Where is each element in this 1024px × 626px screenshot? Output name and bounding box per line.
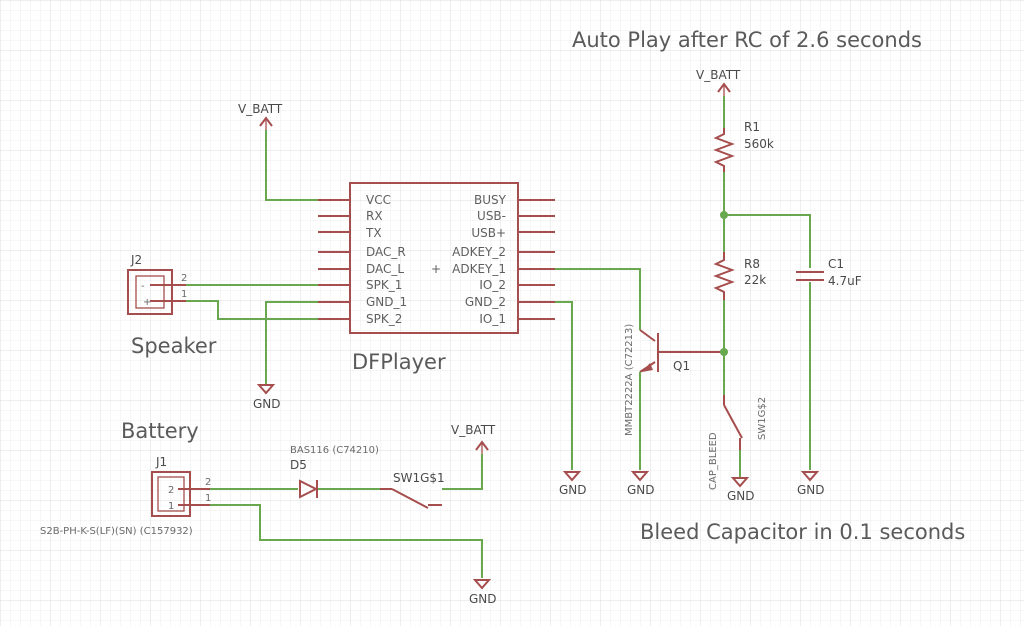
c1-ref: C1 xyxy=(828,257,844,271)
j1-part: S2B-PH-K-S(LF)(SN) (C157932) xyxy=(40,526,193,537)
pin-gnd-1: GND_1 xyxy=(366,295,407,309)
sw-power-ref: SW1G$1 xyxy=(393,471,445,485)
gnd-symbol-5: GND xyxy=(797,471,825,497)
wire-vcc xyxy=(265,130,318,201)
c1-value: 4.7uF xyxy=(828,274,862,288)
d5-part: BAS116 (C74210) xyxy=(290,445,379,456)
pin-vcc: VCC xyxy=(366,193,391,207)
j1-ref: J1 xyxy=(155,455,167,469)
wire-gnd-2 xyxy=(555,301,573,470)
dfplayer-body xyxy=(349,182,519,334)
wire-c1-top xyxy=(724,214,811,268)
wire-gnd-1 xyxy=(265,301,318,384)
origin-cross: + xyxy=(431,262,441,276)
j1-battery-connector: J1 2 1 2 1 S2B-PH-K-S(LF)(SN) (C157932) xyxy=(40,455,211,537)
dfplayer-left-pin-stubs xyxy=(318,199,350,320)
dfplayer-module: VCC RX TX DAC_R DAC_L SPK_1 GND_1 SPK_2 … xyxy=(318,182,555,374)
pin-gnd-2: GND_2 xyxy=(465,295,506,309)
pin-io-2: IO_2 xyxy=(479,278,506,292)
j2-pin-1: 1 xyxy=(181,289,187,300)
svg-text:V_BATT: V_BATT xyxy=(451,423,496,437)
svg-text:GND: GND xyxy=(627,483,655,497)
sw-bleed-label: CAP_BLEED xyxy=(708,432,719,490)
j2-ref: J2 xyxy=(130,253,142,267)
r1-value: 560k xyxy=(744,137,774,151)
r8-resistor: R8 22k xyxy=(713,252,766,300)
gnd-symbol-6: GND xyxy=(469,579,497,606)
pin-adkey-2: ADKEY_2 xyxy=(452,245,506,259)
pin-spk-2: SPK_2 xyxy=(366,312,402,326)
wire-spk-2 xyxy=(186,300,318,320)
wire-adkey-1 xyxy=(555,268,641,330)
j2-speaker-connector: J2 - + 2 1 Speaker xyxy=(127,253,217,358)
pin-dac-r: DAC_R xyxy=(366,245,406,259)
gnd-symbol-2: GND xyxy=(559,471,587,497)
svg-text:1: 1 xyxy=(168,501,174,512)
dfplayer-right-pin-stubs xyxy=(518,199,555,320)
module-name: DFPlayer xyxy=(352,350,446,374)
svg-text:-: - xyxy=(141,281,145,292)
sw-power-switch: SW1G$1 xyxy=(380,471,445,509)
pin-spk-1: SPK_1 xyxy=(366,278,402,292)
svg-text:GND: GND xyxy=(469,592,497,606)
svg-text:2: 2 xyxy=(168,485,174,496)
pin-usb-minus: USB- xyxy=(477,209,506,223)
svg-text:GND: GND xyxy=(797,483,825,497)
svg-text:GND: GND xyxy=(727,489,755,503)
j1-pin-2: 2 xyxy=(205,477,211,488)
pin-dac-l: DAC_L xyxy=(366,262,404,276)
d5-diode: BAS116 (C74210) D5 xyxy=(290,445,379,499)
vbatt-vcc-symbol: V_BATT xyxy=(238,102,283,132)
gnd-symbol-4: GND xyxy=(727,477,755,503)
gnd-symbol-1: GND xyxy=(253,384,281,411)
vbatt-battery-symbol: V_BATT xyxy=(451,423,496,456)
svg-text:+: + xyxy=(143,297,151,308)
pin-rx: RX xyxy=(366,209,383,223)
battery-label: Battery xyxy=(121,419,199,443)
j1-pin-1: 1 xyxy=(205,493,211,504)
bleed-note: Bleed Capacitor in 0.1 seconds xyxy=(640,520,965,544)
svg-text:GND: GND xyxy=(253,397,281,411)
c1-capacitor: C1 4.7uF xyxy=(796,257,862,288)
r1-resistor: R1 560k xyxy=(713,120,774,172)
wire-batt-gnd xyxy=(210,504,483,578)
sw-bleed-switch: SW1G$2 CAP_BLEED xyxy=(708,395,768,490)
r1-ref: R1 xyxy=(744,120,760,134)
vbatt-top-right-symbol: V_BATT xyxy=(696,68,741,98)
gnd-symbol-3: GND xyxy=(627,471,655,497)
r8-value: 22k xyxy=(744,273,766,287)
q1-ref: Q1 xyxy=(673,359,690,373)
j2-pin-2: 2 xyxy=(181,273,187,284)
svg-text:GND: GND xyxy=(559,483,587,497)
pin-tx: TX xyxy=(365,226,382,240)
auto-play-note: Auto Play after RC of 2.6 seconds xyxy=(572,28,922,52)
pin-usb-plus: USB+ xyxy=(471,226,506,240)
q1-transistor: MMBT2222A (C72213) Q1 xyxy=(624,324,724,436)
vbatt-vcc-label: V_BATT xyxy=(238,102,283,116)
q1-part: MMBT2222A (C72213) xyxy=(624,324,635,436)
wire-sw-vbatt xyxy=(442,454,483,490)
pin-adkey-1: ADKEY_1 xyxy=(452,262,506,276)
pin-io-1: IO_1 xyxy=(479,312,506,326)
pin-busy: BUSY xyxy=(474,193,507,207)
j2-label: Speaker xyxy=(131,334,217,358)
sw-bleed-ref: SW1G$2 xyxy=(757,397,768,440)
d5-ref: D5 xyxy=(290,458,307,472)
svg-text:V_BATT: V_BATT xyxy=(696,68,741,82)
r8-ref: R8 xyxy=(744,257,760,271)
